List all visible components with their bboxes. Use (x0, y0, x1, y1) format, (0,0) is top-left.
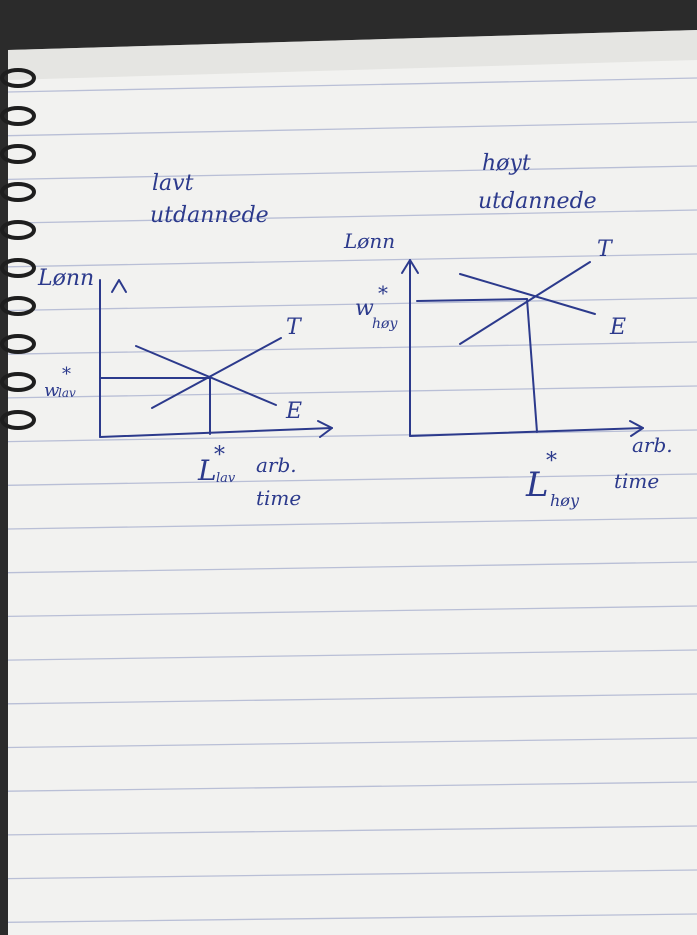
right-quantity-label: L (525, 465, 549, 505)
spiral-ring (0, 68, 36, 88)
ruled-line (7, 693, 697, 705)
ruled-line (7, 913, 697, 923)
ruled-line (7, 253, 697, 268)
ruled-line (7, 473, 697, 486)
spiral-ring (0, 220, 36, 240)
left-y-axis-arrowhead (111, 279, 127, 293)
ruled-lines (7, 77, 697, 923)
spiral-ring (0, 144, 36, 164)
low-educated-diagram: lavt utdannede Lønn T E * w lav * L lav … (37, 171, 333, 510)
right-x-axis-label-line2: time (614, 469, 659, 493)
ruled-line (7, 737, 697, 749)
ruled-line (7, 781, 697, 792)
left-x-axis (99, 427, 333, 438)
right-curve-t-label: T (597, 237, 614, 262)
spiral-ring (0, 258, 36, 278)
left-x-axis-label-line1: arb. (256, 453, 297, 477)
right-x-axis (409, 427, 644, 437)
left-wage-label: w (44, 380, 60, 401)
left-x-axis-arrowhead (317, 420, 333, 438)
left-quantity-subscript: lav (216, 471, 236, 486)
ruled-line (7, 517, 697, 530)
ruled-line (7, 77, 697, 93)
left-quantity-star: * (214, 443, 225, 468)
left-wage-subscript: lav (58, 386, 76, 400)
right-wage-subscript: høy (372, 316, 398, 332)
right-quantity-line (526, 298, 538, 433)
ruled-line (7, 209, 697, 224)
right-y-axis-label: Lønn (343, 229, 395, 253)
ruled-line (7, 825, 697, 836)
ruled-line (7, 429, 697, 443)
left-demand-curve-e (135, 345, 277, 406)
right-x-axis-arrowhead (629, 420, 644, 437)
left-wage-star: * (62, 364, 71, 385)
ruled-line (7, 341, 697, 355)
right-quantity-subscript: høy (550, 491, 580, 510)
spiral-ring (0, 106, 36, 126)
spiral-ring (0, 334, 36, 354)
ruled-line (7, 649, 697, 661)
spiral-ring (0, 372, 36, 392)
high-educated-diagram: høyt utdannede Lønn T E * w høy * L høy … (343, 151, 673, 510)
left-curve-e-label: E (285, 399, 302, 424)
left-heading-line1: lavt (152, 171, 194, 196)
left-y-axis-label: Lønn (37, 266, 94, 291)
left-x-axis-label-line2: time (256, 486, 301, 510)
ruled-line (7, 165, 697, 181)
right-wage-label: w (355, 296, 374, 321)
left-curve-t-label: T (286, 315, 303, 340)
right-wage-line (416, 298, 528, 302)
right-heading-line2: utdannede (478, 189, 597, 214)
spiral-ring (0, 410, 36, 430)
ruled-line (7, 385, 697, 399)
page-shadow (8, 30, 697, 80)
right-supply-curve-t (459, 261, 591, 345)
left-supply-curve-t (151, 337, 282, 409)
ruled-line (7, 605, 697, 618)
ruled-line (7, 561, 697, 574)
ruled-line (7, 121, 697, 137)
spiral-ring (0, 296, 36, 316)
right-x-axis-label-line1: arb. (632, 433, 673, 457)
spiral-binding (0, 68, 36, 430)
left-heading-line2: utdannede (150, 203, 269, 228)
left-quantity-label: L (197, 454, 217, 487)
right-demand-curve-e (459, 273, 596, 315)
right-y-axis-arrowhead (401, 259, 419, 274)
spiral-ring (0, 182, 36, 202)
ruled-line (7, 869, 697, 880)
notebook-page (8, 30, 697, 935)
right-heading-line1: høyt (482, 151, 531, 176)
ruled-line (7, 297, 697, 312)
right-wage-star: * (378, 281, 388, 305)
right-quantity-star: * (546, 449, 557, 474)
right-curve-e-label: E (609, 315, 626, 340)
